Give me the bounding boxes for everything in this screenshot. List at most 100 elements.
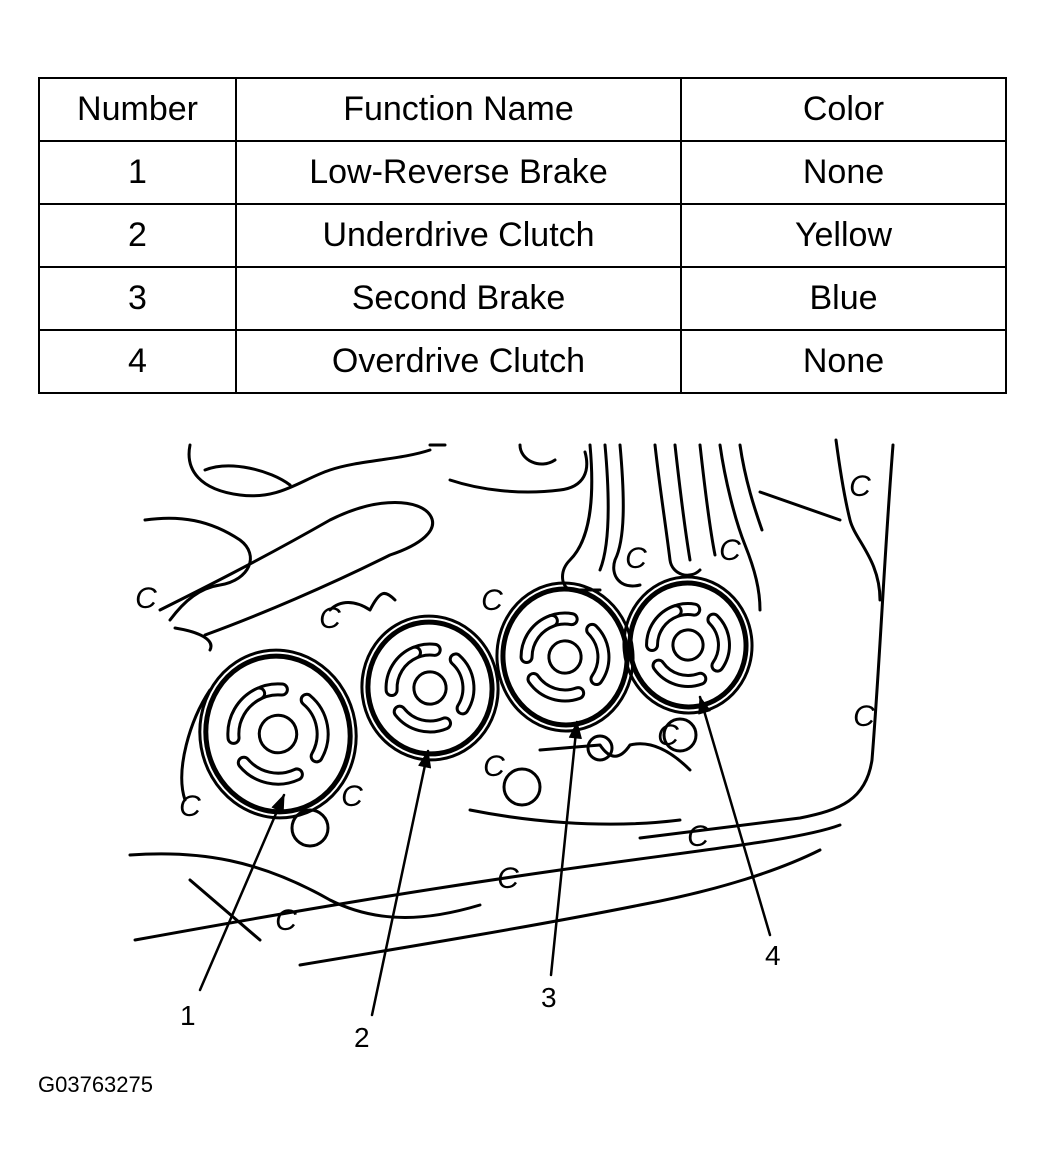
piston-slot-inner (709, 615, 728, 670)
cell-number: 3 (38, 266, 237, 331)
casting-mark: C (657, 719, 679, 752)
casting-mark: C (687, 820, 709, 853)
figure-id: G03763275 (38, 1072, 153, 1097)
casting-mark: C (319, 602, 341, 635)
table-header-row: Number Function Name Color (38, 77, 1007, 142)
casting-mark: C (481, 584, 503, 617)
leader-line-1 (198, 793, 286, 992)
accumulator-piston-4 (622, 575, 754, 715)
arrowhead-icon (568, 721, 582, 740)
fluid-passage (698, 443, 717, 557)
cell-color: Yellow (680, 203, 1007, 268)
fluid-passage (612, 443, 642, 588)
function-table: Number Function Name Color 1 Low-Reverse… (38, 77, 1007, 394)
header-function-name: Function Name (235, 77, 682, 142)
casting-mark: C (275, 904, 297, 937)
cell-number: 2 (38, 203, 237, 268)
callout-label-1: 1 (180, 1000, 196, 1031)
fluid-passage (143, 516, 252, 622)
piston-bore (495, 581, 635, 733)
header-number: Number (38, 77, 237, 142)
header-color: Color (680, 77, 1007, 142)
check-ball-pocket (586, 734, 614, 762)
fluid-passage (673, 443, 692, 562)
fluid-passage (448, 450, 589, 494)
table-row: 3 Second Brake Blue (38, 266, 1007, 331)
fluid-passage (180, 688, 212, 802)
piston-slot-inner (654, 661, 705, 685)
fluid-passage (538, 742, 692, 772)
piston-slot-inner (302, 695, 327, 761)
casting-mark: C (853, 700, 875, 733)
arrowhead-icon (418, 750, 432, 769)
fluid-passage (428, 443, 557, 466)
cell-color: None (680, 140, 1007, 205)
cell-color: Blue (680, 266, 1007, 331)
piston-slot-inner (588, 625, 608, 684)
callout-label-4: 4 (765, 940, 781, 971)
cell-function-name: Overdrive Clutch (235, 329, 682, 394)
callout-label-3: 3 (541, 982, 557, 1013)
cell-color: None (680, 329, 1007, 394)
fluid-passage (738, 443, 764, 532)
piston-slot-inner (239, 758, 301, 783)
arrowhead-icon (271, 794, 285, 813)
accumulator-piston-3 (495, 581, 635, 733)
fluid-passage (328, 592, 397, 612)
piston-center (671, 628, 705, 662)
fluid-passage (561, 443, 602, 592)
table-row: 2 Underdrive Clutch Yellow (38, 203, 1007, 268)
casting-mark: C (849, 470, 871, 503)
fluid-passage (718, 443, 762, 612)
table-row: 1 Low-Reverse Brake None (38, 140, 1007, 205)
cell-function-name: Underdrive Clutch (235, 203, 682, 268)
casting-mark: C (625, 542, 647, 575)
piston-slot-inner (229, 689, 264, 742)
piston-rim (203, 653, 353, 815)
casting-mark: C (497, 862, 519, 895)
accumulator-piston-1 (198, 648, 358, 820)
fluid-passage (187, 443, 432, 498)
piston-slot-inner (387, 648, 419, 695)
fluid-passage (158, 501, 434, 637)
piston-slot-inner (522, 616, 556, 662)
cell-number: 4 (38, 329, 237, 394)
piston-bore (622, 575, 754, 715)
fluid-passage (653, 443, 702, 577)
leader-line-2 (370, 749, 430, 1017)
casting-mark: C (135, 582, 157, 615)
cell-function-name: Second Brake (235, 266, 682, 331)
casting-mark: C (719, 534, 741, 567)
piston-slot-inner (451, 655, 473, 713)
fluid-passage (173, 626, 213, 652)
piston-bore (198, 648, 358, 820)
piston-slot-inner (648, 607, 680, 650)
lower-edge (188, 878, 262, 942)
fluid-passage (598, 443, 610, 572)
casting-mark: C (179, 790, 201, 823)
lower-edge (298, 848, 822, 967)
casting-mark: C (341, 780, 363, 813)
fluid-passage (203, 464, 292, 487)
piston-center (257, 713, 299, 755)
lower-edge (128, 852, 482, 919)
callout-label-2: 2 (354, 1022, 370, 1053)
housing-outline (638, 443, 895, 840)
housing-outline (758, 490, 842, 522)
cell-number: 1 (38, 140, 237, 205)
piston-rim (365, 619, 495, 757)
lower-edge (468, 808, 682, 826)
accumulator-piston-2 (360, 614, 500, 762)
piston-bore (360, 614, 500, 762)
check-ball-pocket (662, 717, 698, 753)
piston-center (412, 670, 448, 706)
leader-line-4 (698, 695, 772, 937)
arrowhead-icon (698, 696, 711, 715)
housing-outline (834, 438, 882, 602)
piston-rim (627, 580, 749, 710)
piston-slot-inner (395, 707, 450, 731)
piston-center (547, 639, 583, 675)
cell-function-name: Low-Reverse Brake (235, 140, 682, 205)
table-row: 4 Overdrive Clutch None (38, 329, 1007, 394)
